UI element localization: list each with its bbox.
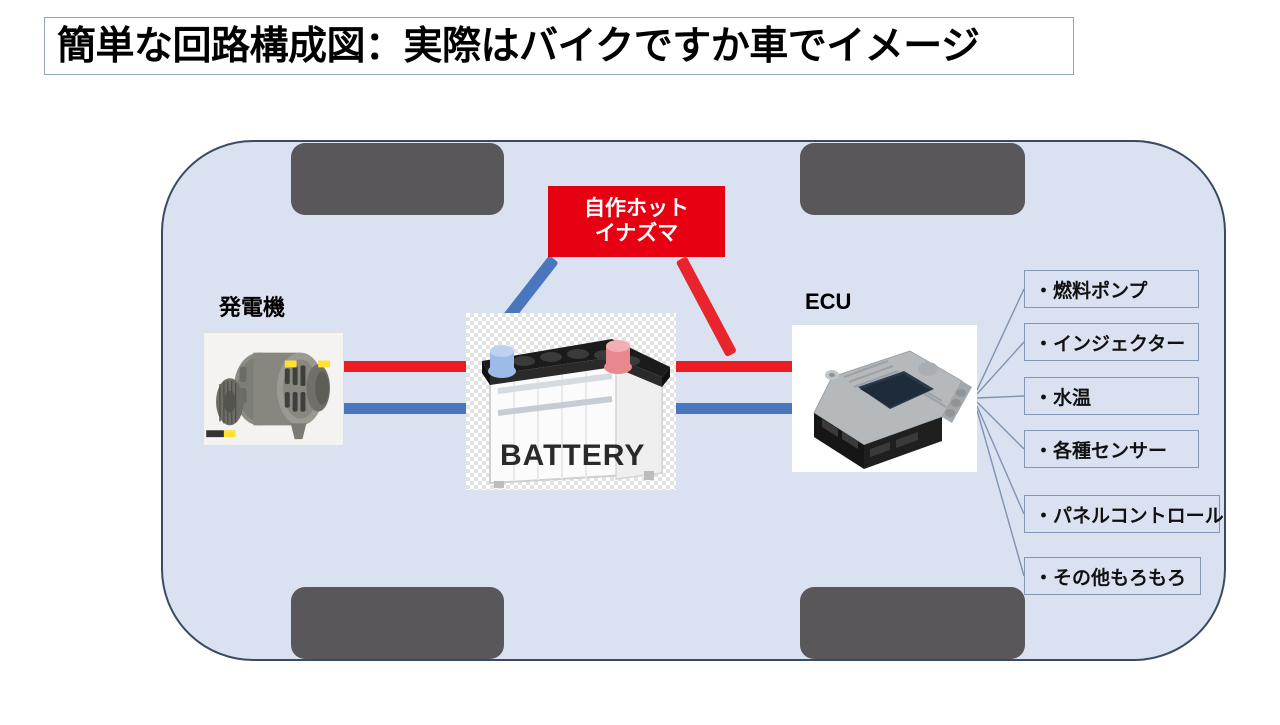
slide-title-box: 簡単な回路構成図：実際はバイクですか車でイメージ [44,17,1074,75]
ecu-output-others[interactable]: ・その他もろもろ [1024,557,1201,595]
wheel-rear-right [800,587,1025,659]
ecu-output-water-temp[interactable]: ・水温 [1024,377,1199,415]
ecu-label: ECU [805,289,852,314]
battery-illustration: BATTERY [466,313,676,490]
callout-line-1: 自作ホット [584,197,689,221]
alternator-image [204,333,343,445]
alternator-photo [203,332,344,446]
callout-hot-inazuma: 自作ホット イナズマ [548,186,725,257]
page-title: 簡単な回路構成図：実際はバイクですか車でイメージ [57,24,980,68]
svg-text:BATTERY: BATTERY [500,439,645,472]
cable-positive-battery-to-ecu [672,361,820,372]
wheel-front-right [800,143,1025,215]
wheel-rear-left [291,587,504,659]
ecu-photo [792,325,977,472]
cable-positive-generator-to-battery [337,361,478,372]
ecu-output-injector[interactable]: ・インジェクター [1024,323,1199,361]
ecu-output-fuel-pump[interactable]: ・燃料ポンプ [1024,270,1199,308]
ecu-output-sensors[interactable]: ・各種センサー [1024,430,1199,468]
cable-negative-generator-to-battery [337,403,478,414]
battery-image: BATTERY [482,339,670,488]
ecu-image [792,325,977,472]
ecu-output-panel-control[interactable]: ・パネルコントロール [1024,495,1224,533]
callout-line-2: イナズマ [594,221,679,245]
generator-label: 発電機 [219,295,286,320]
cable-negative-battery-to-ecu [672,403,820,414]
wheel-front-left [291,143,504,215]
